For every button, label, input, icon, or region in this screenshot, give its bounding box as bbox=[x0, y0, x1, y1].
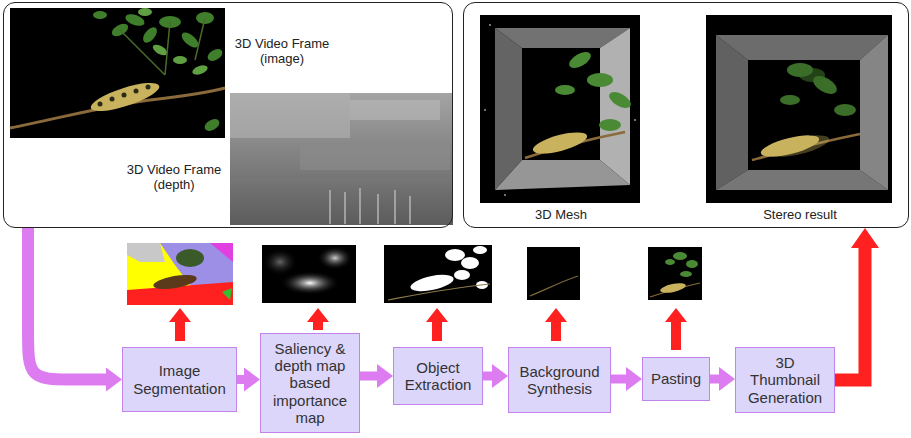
flow-arrow bbox=[835, 248, 865, 380]
segmentation-thumbnail bbox=[127, 243, 233, 305]
image-panel: 3D Mesh Stereo result bbox=[463, 2, 909, 228]
depth-frame-image bbox=[230, 93, 453, 225]
process-box: 3D Thumbnail Generation bbox=[735, 347, 835, 413]
pasting-thumbnail bbox=[648, 247, 702, 300]
flow-arrow bbox=[611, 375, 626, 384]
panel-caption: 3D Video Frame (depth) bbox=[120, 163, 228, 193]
box-label: Image Segmentation bbox=[128, 362, 231, 397]
panel-caption: Stereo result bbox=[707, 208, 893, 223]
flow-arrow bbox=[237, 375, 244, 384]
extraction-thumbnail bbox=[384, 245, 492, 303]
process-box: Saliency & depth map based importance ma… bbox=[260, 333, 360, 433]
panel-caption: 3D Mesh bbox=[481, 208, 641, 223]
box-label: Pasting bbox=[648, 370, 704, 387]
process-box: Object Extraction bbox=[393, 347, 483, 405]
process-box: Pasting bbox=[642, 357, 710, 401]
process-box: Image Segmentation bbox=[122, 347, 237, 412]
stereo-image bbox=[706, 15, 892, 203]
box-label: 3D Thumbnail Generation bbox=[741, 354, 829, 406]
saliency-thumbnail bbox=[262, 245, 356, 303]
process-box: Background Synthesis bbox=[508, 347, 611, 413]
box-label: Background Synthesis bbox=[514, 363, 605, 398]
video-frame-image bbox=[10, 8, 225, 138]
background-thumbnail bbox=[527, 247, 580, 300]
output-arrow bbox=[169, 308, 687, 350]
box-label: Saliency & depth map based importance ma… bbox=[266, 340, 354, 426]
image-panel: 3D Video Frame (image) 3D Video Frame (de… bbox=[3, 2, 453, 228]
panel-ground bbox=[3, 2, 453, 228]
flow-arrow bbox=[360, 372, 377, 381]
mesh-image bbox=[480, 15, 640, 203]
panel-ground bbox=[463, 2, 909, 228]
flow-arrow bbox=[710, 375, 719, 384]
panel-caption: 3D Video Frame (image) bbox=[232, 37, 332, 67]
box-label: Object Extraction bbox=[399, 359, 477, 394]
flow-arrow bbox=[483, 372, 492, 381]
flow-arrow bbox=[28, 228, 106, 380]
